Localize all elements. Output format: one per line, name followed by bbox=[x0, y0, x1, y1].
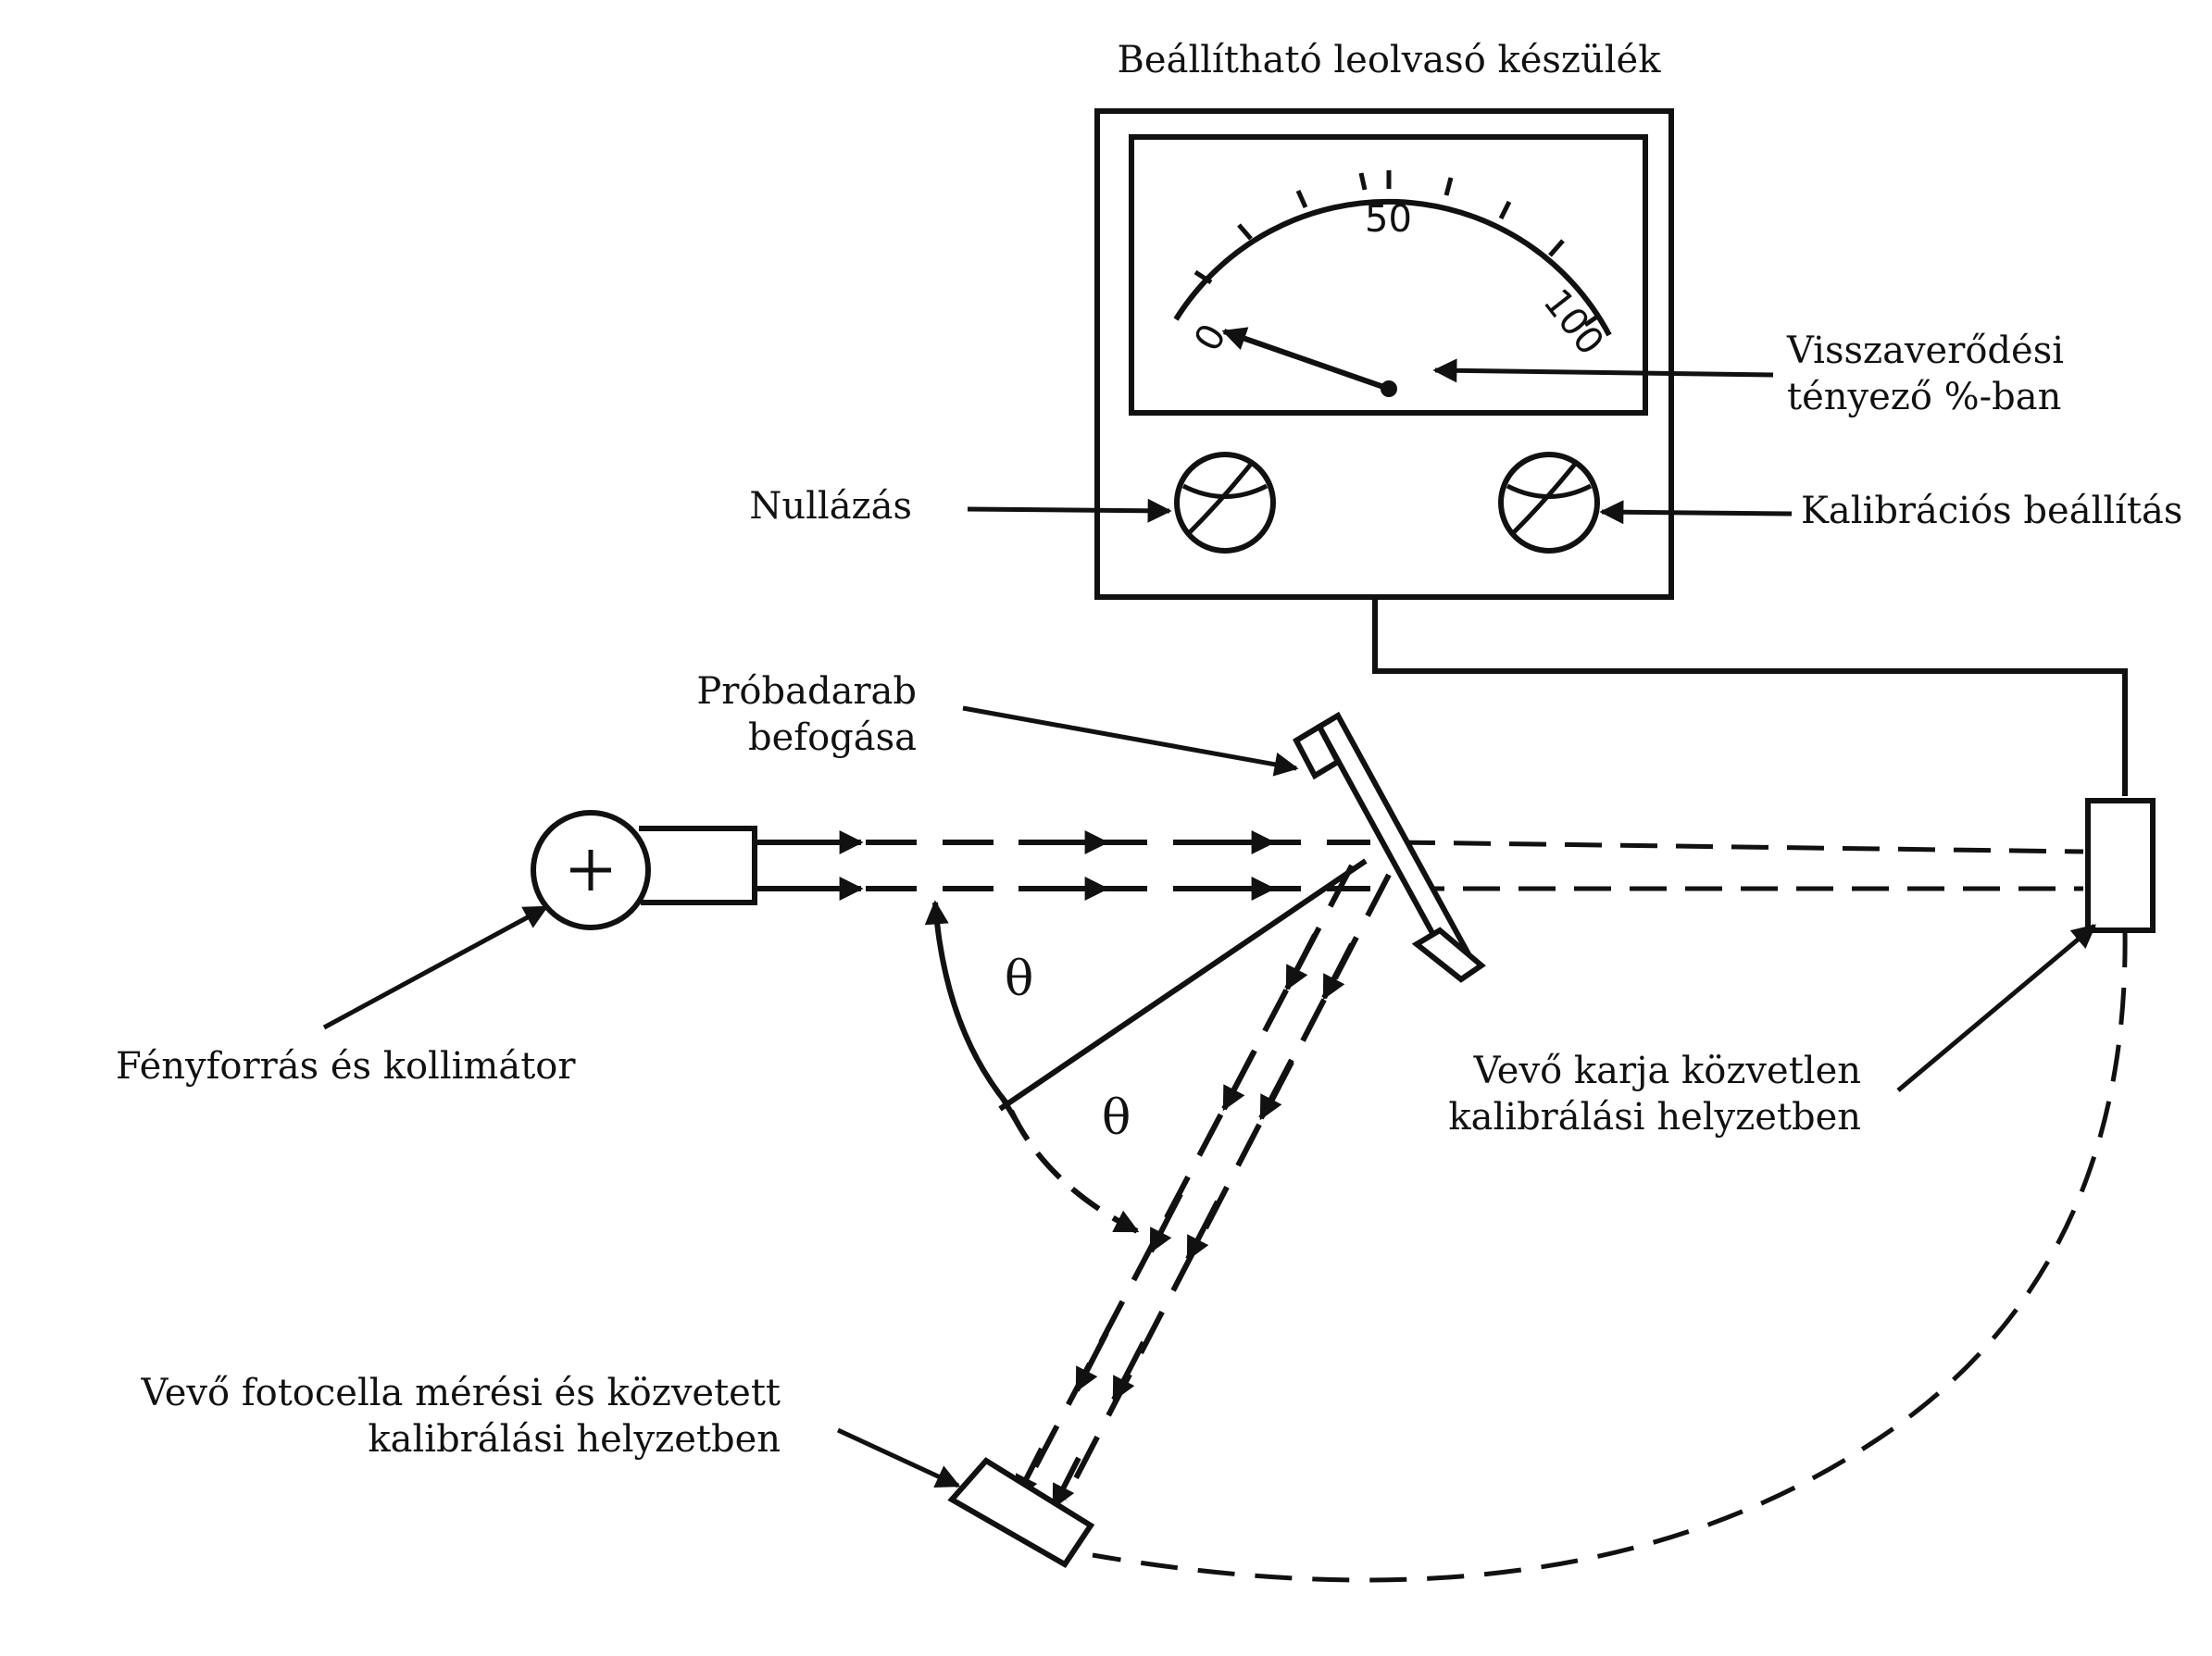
calibration-beam bbox=[1397, 840, 2084, 891]
incident-beam bbox=[755, 830, 1370, 901]
light-source bbox=[531, 810, 757, 930]
specimen-holder bbox=[1293, 711, 1486, 983]
angle-arc-reflection bbox=[1008, 1109, 1140, 1234]
lamp-circle bbox=[531, 810, 651, 930]
meter-window bbox=[1129, 134, 1648, 416]
surface-normal bbox=[998, 858, 1368, 1112]
specimen-label-line2: befogása bbox=[748, 716, 917, 759]
scale-label-100: 100 bbox=[1534, 281, 1611, 363]
specimen-label-line1: Próbadarab bbox=[696, 670, 917, 713]
meter-instrument bbox=[1094, 108, 1674, 600]
scale-label-0: 0 bbox=[1186, 317, 1235, 358]
receiver-arm-label-line2: kalibrálási helyzetben bbox=[1448, 1096, 1861, 1139]
theta-reflection-label: θ bbox=[1102, 1090, 1131, 1146]
receiver-photocell bbox=[947, 1457, 1095, 1568]
meter-scale-arc bbox=[1173, 198, 1612, 337]
scale-label-50: 50 bbox=[1365, 198, 1412, 241]
zero-knob bbox=[1174, 452, 1276, 554]
photocell-label-line2: kalibrálási helyzetben bbox=[368, 1418, 781, 1461]
reflectance-label-line1: Visszaverődési bbox=[1786, 330, 2064, 372]
photocell-label-line1: Vevő fotocella mérési és közvetett bbox=[141, 1372, 781, 1414]
light-source-label: Fényforrás és kollimátor bbox=[116, 1045, 576, 1088]
calibration-adjust-label: Kalibrációs beállítás bbox=[1801, 490, 2182, 532]
collimator-tube bbox=[639, 826, 757, 905]
connection-cable bbox=[1372, 597, 2128, 796]
calibration-knob bbox=[1498, 452, 1600, 554]
angle-arc-incidence bbox=[924, 900, 1010, 1106]
meter-scale-ticks bbox=[1193, 170, 1602, 328]
receiver-arm-label-line1: Vevő karja közvetlen bbox=[1473, 1050, 1861, 1092]
meter-needle bbox=[1221, 327, 1390, 392]
meter-title: Beállítható leolvasó készülék bbox=[1118, 39, 1662, 81]
receiver-direct bbox=[2085, 798, 2156, 933]
meter-case bbox=[1094, 108, 1674, 600]
reflectance-label-line2: tényező %-ban bbox=[1787, 376, 2061, 418]
theta-incidence-label: θ bbox=[1005, 952, 1033, 1007]
reflected-beam bbox=[1014, 864, 1392, 1510]
leader-arrows bbox=[322, 358, 2096, 1488]
zeroing-label: Nullázás bbox=[749, 485, 912, 528]
